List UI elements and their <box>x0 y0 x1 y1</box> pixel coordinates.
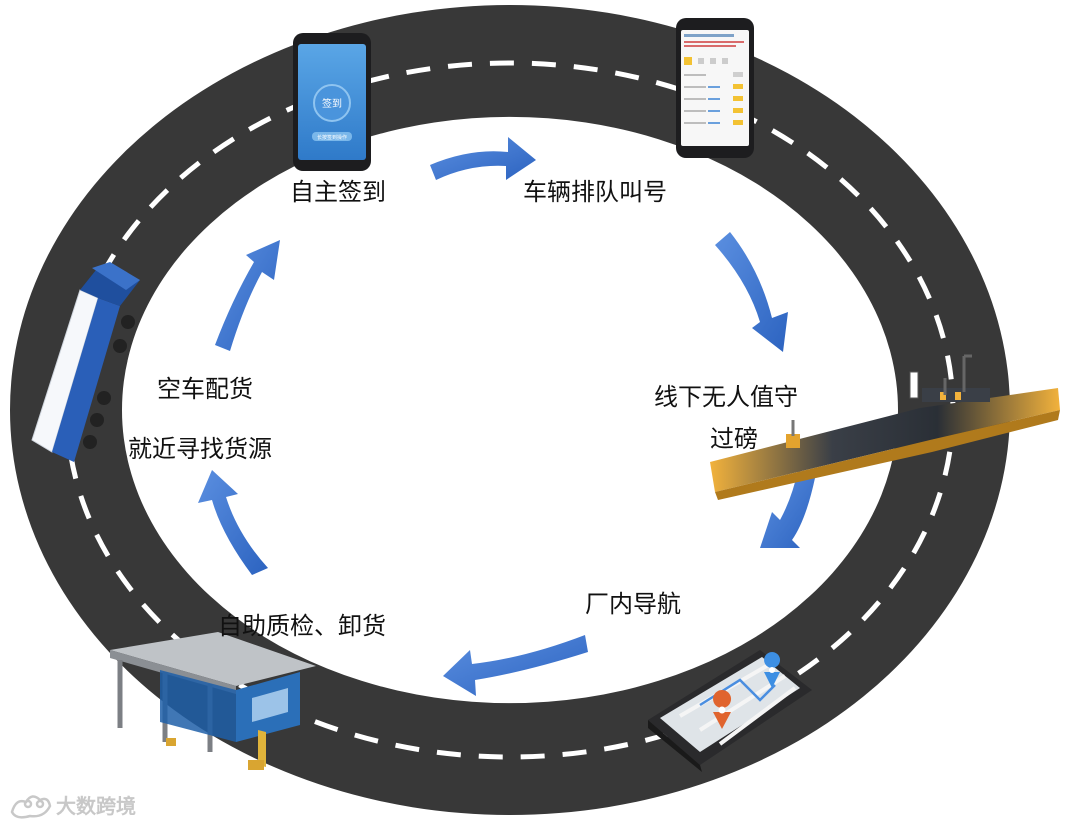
destination-pin-icon <box>764 652 781 668</box>
arrow-signin-to-queue <box>430 137 536 180</box>
arrow-nav-to-inspect <box>443 635 588 696</box>
step-label-inspect: 自助质检、卸货 <box>218 612 386 640</box>
watermark: 大数跨境 <box>10 794 136 819</box>
origin-pin-icon <box>713 690 732 708</box>
inspection-booth <box>110 632 316 770</box>
arrow-queue-to-weigh <box>715 232 788 352</box>
signin-hint-text: 长按签到操作 <box>317 134 347 141</box>
truck <box>31 262 140 462</box>
watermark-logo-icon <box>10 795 52 819</box>
step-label-nav: 厂内导航 <box>585 590 681 618</box>
step-label-match-line2: 就近寻找货源 <box>128 435 272 463</box>
arrow-weigh-to-nav <box>760 470 815 548</box>
step-label-match-line1: 空车配货 <box>157 375 253 403</box>
arrow-match-to-signin <box>215 240 280 351</box>
step-label-signin: 自主签到 <box>290 178 386 206</box>
arrow-inspect-to-match <box>198 470 268 575</box>
navigation-phone <box>648 650 812 772</box>
flow-arrows <box>198 137 815 696</box>
step-label-queue: 车辆排队叫号 <box>523 178 667 206</box>
signin-phone: 签到 长按签到操作 <box>293 33 371 171</box>
step-labels: 自主签到 车辆排队叫号 线下无人值守 过磅 厂内导航 自助质检、卸货 空车配货 … <box>128 178 798 640</box>
step-label-weigh-line2: 过磅 <box>710 425 758 453</box>
queue-phone <box>676 18 754 158</box>
step-label-weigh-line1: 线下无人值守 <box>654 383 798 411</box>
weighbridge <box>710 354 1060 500</box>
watermark-text: 大数跨境 <box>56 794 136 818</box>
signin-button-text: 签到 <box>322 97 342 110</box>
